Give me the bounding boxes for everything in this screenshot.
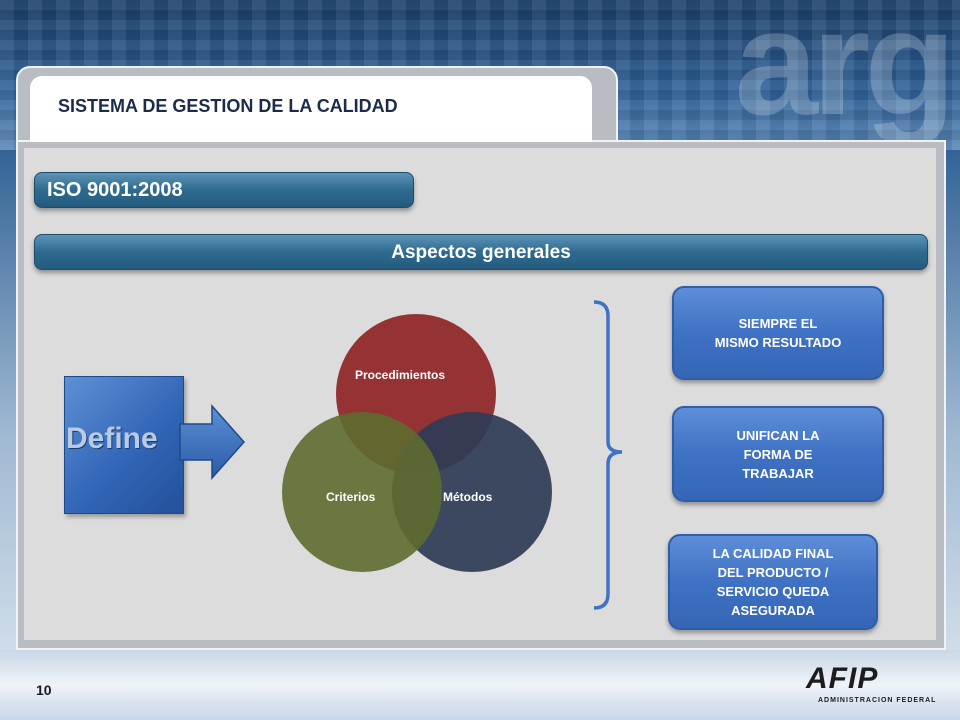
afip-logo-subtitle: ADMINISTRACION FEDERAL bbox=[818, 697, 937, 704]
afip-logo: AFIP ADMINISTRACION FEDERAL bbox=[770, 660, 948, 714]
page-title: SISTEMA DE GESTION DE LA CALIDAD bbox=[58, 96, 398, 116]
iso-standard-bar: ISO 9001:2008 bbox=[34, 172, 414, 208]
right-bracket-icon bbox=[593, 300, 623, 610]
circle-label-criterios: Criterios bbox=[326, 490, 376, 504]
afip-logo-mark: AFIP bbox=[806, 662, 879, 695]
circle-label-procedimientos: Procedimientos bbox=[355, 368, 446, 382]
title-card bbox=[30, 76, 592, 142]
iso-standard-label: ISO 9001:2008 bbox=[47, 179, 183, 201]
section-label: Aspectos generales bbox=[391, 242, 571, 263]
venn-diagram bbox=[282, 314, 552, 572]
define-box bbox=[64, 376, 184, 514]
circle-label-metodos: Métodos bbox=[443, 490, 493, 504]
result-box-3: LA CALIDAD FINAL DEL PRODUCTO / SERVICIO… bbox=[668, 534, 878, 630]
result-box-2: UNIFICAN LA FORMA DE TRABAJAR bbox=[672, 406, 884, 502]
circle-metodos bbox=[392, 412, 552, 572]
arg-watermark: arg bbox=[734, 0, 956, 146]
section-bar: Aspectos generales bbox=[34, 234, 928, 270]
page-number: 10 bbox=[36, 682, 52, 698]
right-arrow-icon bbox=[179, 404, 246, 480]
circle-criterios bbox=[282, 412, 442, 572]
result-box-1: SIEMPRE EL MISMO RESULTADO bbox=[672, 286, 884, 380]
footer-band bbox=[0, 650, 960, 720]
define-label: Define bbox=[66, 422, 158, 455]
